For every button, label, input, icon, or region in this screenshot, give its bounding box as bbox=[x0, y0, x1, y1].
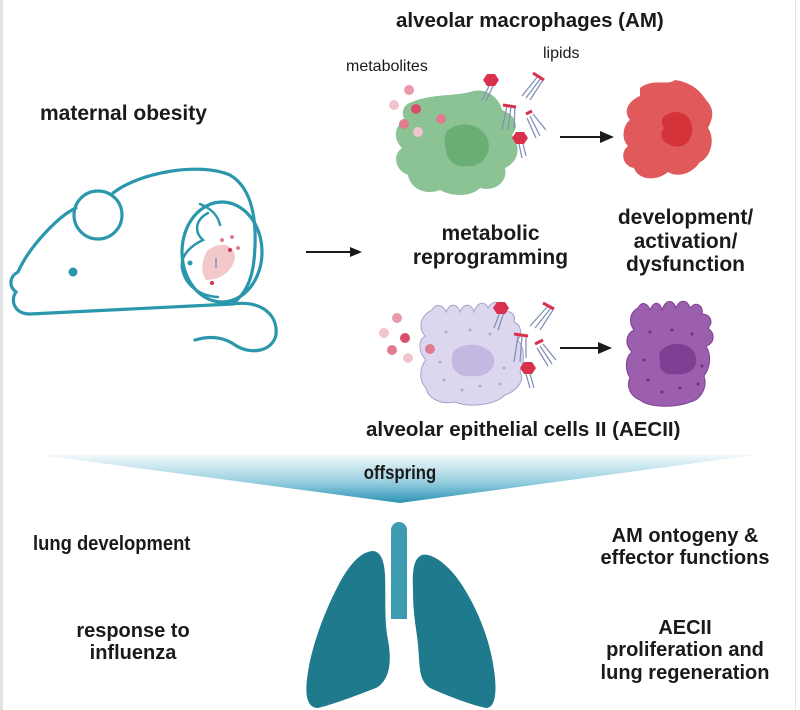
regeneration-line: lung regeneration bbox=[600, 661, 770, 684]
aecii-line: AECII bbox=[658, 617, 712, 639]
outcome-label: development/ activation/ dysfunction bbox=[598, 206, 773, 277]
mouse-eye bbox=[68, 267, 78, 277]
aec-metabolites-icon bbox=[379, 313, 435, 363]
activated-epithelial-cell-icon bbox=[625, 300, 714, 407]
arrow-am bbox=[560, 131, 614, 143]
influenza-line: influenza bbox=[89, 642, 177, 665]
alveolar-epithelial-cell-icon bbox=[419, 301, 524, 406]
alveolar-macrophage-icon bbox=[395, 90, 518, 195]
dysfunction-line: dysfunction bbox=[626, 253, 745, 277]
metabolites-icon bbox=[389, 85, 446, 137]
aecii-proliferation-label: AECII proliferation and lung regeneratio… bbox=[575, 617, 795, 684]
fetus-eye bbox=[187, 260, 193, 266]
offspring-chevron bbox=[40, 455, 755, 503]
aecii-title: alveolar epithelial cells II (AECII) bbox=[366, 418, 681, 441]
lipids-label: lipids bbox=[543, 45, 580, 62]
trachea-icon bbox=[391, 522, 407, 619]
am-title: alveolar macrophages (AM) bbox=[396, 9, 664, 32]
am-ontogeny-line: AM ontogeny & bbox=[611, 525, 759, 547]
arrow-mouse-to-cells bbox=[306, 247, 362, 257]
effector-line: effector functions bbox=[600, 547, 770, 570]
am-ontogeny-label: AM ontogeny & effector functions bbox=[575, 525, 795, 570]
arrow-aec bbox=[560, 342, 612, 354]
response-influenza-label: response to influenza bbox=[48, 620, 218, 665]
proliferation-line: proliferation and bbox=[606, 639, 764, 662]
fetal-lung-icon bbox=[202, 235, 240, 285]
activation-line: activation/ bbox=[633, 229, 738, 253]
development-line: development/ bbox=[617, 206, 754, 229]
left-lung-icon bbox=[306, 550, 390, 708]
response-line: response to bbox=[76, 620, 190, 642]
pregnant-mouse-icon bbox=[9, 167, 278, 353]
metabolic-reprogramming-label: metabolic reprogramming bbox=[383, 222, 598, 269]
metabolic-line: metabolic bbox=[441, 222, 540, 245]
activated-macrophage-icon bbox=[623, 80, 713, 179]
maternal-obesity-label: maternal obesity bbox=[40, 102, 207, 125]
lungs-icon bbox=[306, 522, 496, 708]
right-lung-icon bbox=[412, 554, 496, 708]
reprogramming-line: reprogramming bbox=[412, 245, 569, 269]
lung-development-label: lung development bbox=[33, 533, 191, 555]
lipids-icon bbox=[481, 71, 547, 159]
offspring-label: offspring bbox=[363, 463, 437, 484]
aec-lipids-icon bbox=[493, 301, 557, 389]
metabolites-label: metabolites bbox=[346, 58, 428, 75]
